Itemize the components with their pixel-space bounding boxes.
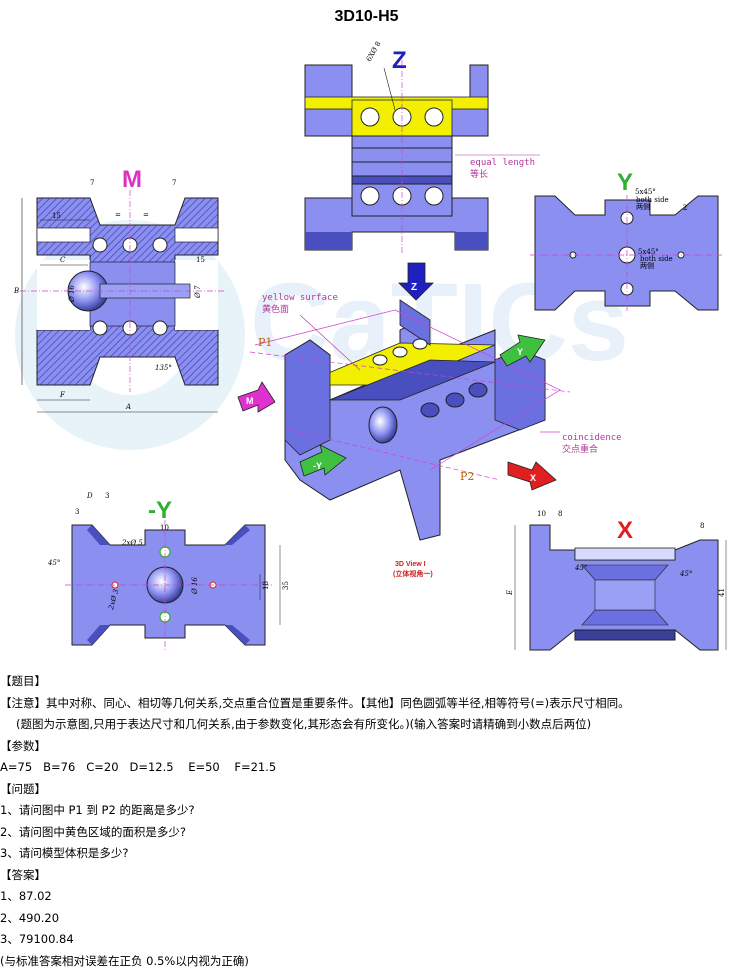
technical-drawing: CaTICs Z 6XØ 8 equal length 等长 M bbox=[0, 30, 733, 660]
svg-text:=: = bbox=[115, 211, 121, 219]
iso-m-arrow bbox=[238, 382, 275, 412]
svg-text:E: E bbox=[506, 590, 514, 596]
svg-text:P1: P1 bbox=[258, 336, 272, 349]
svg-text:45°: 45° bbox=[574, 564, 587, 572]
question-1: 1、请问图中 P1 到 P2 的距离是多少? bbox=[0, 800, 733, 822]
svg-text:A: A bbox=[125, 403, 131, 411]
svg-text:黄色面: 黄色面 bbox=[262, 303, 289, 315]
svg-text:3: 3 bbox=[105, 492, 109, 500]
svg-text:coincidence: coincidence bbox=[562, 433, 622, 443]
svg-text:3D View I: 3D View I bbox=[395, 561, 426, 568]
svg-text:Ø 16: Ø 16 bbox=[191, 577, 199, 595]
svg-text:yellow surface: yellow surface bbox=[262, 293, 338, 303]
answer-3: 3、79100.84 bbox=[0, 929, 733, 951]
svg-text:6XØ 8: 6XØ 8 bbox=[365, 40, 383, 63]
answer-1: 1、87.02 bbox=[0, 886, 733, 908]
heading-params: 【参数】 bbox=[0, 736, 733, 758]
y-view: Y 5x45° both side 两侧 2 5x45° both side 两… bbox=[530, 169, 722, 312]
note-line: 【注意】其中对称、同心、相切等几何关系,交点重合位置是重要条件。【其他】同色圆弧… bbox=[0, 693, 733, 715]
svg-text:B: B bbox=[13, 287, 19, 295]
x-view: X 10 8 8 45° 45° E 41 bbox=[506, 510, 726, 650]
tolerance-note: (与标准答案相对误差在正负 0.5%以内视为正确) bbox=[0, 951, 733, 972]
y-view-label: Y bbox=[617, 169, 633, 196]
neg-y-view: -Y D 3 3 45° 10 2xØ 5 2xØ 3 Ø 16 18 35 bbox=[47, 492, 290, 650]
question-2: 2、请问图中黄色区域的面积是多少? bbox=[0, 822, 733, 844]
z-view-label: Z bbox=[392, 47, 407, 74]
svg-text:3: 3 bbox=[75, 508, 79, 516]
answer-2: 2、490.20 bbox=[0, 908, 733, 930]
svg-text:35: 35 bbox=[282, 581, 290, 590]
svg-text:两侧: 两侧 bbox=[640, 261, 654, 270]
svg-text:X: X bbox=[530, 473, 536, 483]
x-view-label: X bbox=[617, 517, 633, 544]
neg-y-view-label: -Y bbox=[148, 497, 172, 524]
m-view-label: M bbox=[122, 166, 142, 193]
z-view: Z 6XØ 8 equal length 等长 bbox=[305, 40, 540, 255]
svg-text:-Y: -Y bbox=[313, 461, 322, 471]
problem-text: 【题目】 【注意】其中对称、同心、相切等几何关系,交点重合位置是重要条件。【其他… bbox=[0, 671, 733, 972]
svg-text:Ø 16: Ø 16 bbox=[68, 285, 76, 303]
svg-text:2: 2 bbox=[683, 204, 687, 212]
svg-text:Z: Z bbox=[411, 282, 417, 293]
svg-text:Ø 7: Ø 7 bbox=[194, 285, 202, 299]
heading-topic: 【题目】 bbox=[0, 671, 733, 693]
heading-questions: 【问题】 bbox=[0, 779, 733, 801]
svg-text:8: 8 bbox=[700, 522, 704, 530]
svg-text:5x45°: 5x45° bbox=[635, 188, 656, 196]
note-line-2: (题图为示意图,只用于表达尺寸和几何关系,由于参数变化,其形态会有所变化。)(输… bbox=[0, 714, 733, 736]
svg-text:7: 7 bbox=[90, 179, 94, 187]
page-title: 3D10-H5 bbox=[0, 8, 733, 26]
svg-text:18: 18 bbox=[262, 581, 270, 590]
svg-text:equal length: equal length bbox=[470, 158, 535, 168]
svg-text:等长: 等长 bbox=[470, 168, 488, 180]
params-line: A=75 B=76 C=20 D=12.5 E=50 F=21.5 bbox=[0, 757, 733, 779]
svg-text:P2: P2 bbox=[460, 470, 474, 483]
svg-text:45°: 45° bbox=[679, 570, 692, 578]
svg-text:8: 8 bbox=[558, 510, 562, 518]
heading-answers: 【答案】 bbox=[0, 865, 733, 887]
svg-text:2xØ 5: 2xØ 5 bbox=[121, 539, 143, 547]
svg-text:=: = bbox=[143, 211, 149, 219]
question-3: 3、请问模型体积是多少? bbox=[0, 843, 733, 865]
svg-text:(立体视角一): (立体视角一) bbox=[393, 569, 433, 578]
svg-text:10: 10 bbox=[160, 524, 169, 532]
svg-text:Y: Y bbox=[517, 347, 523, 357]
svg-text:M: M bbox=[246, 396, 254, 406]
svg-text:C: C bbox=[60, 256, 66, 264]
svg-text:135°: 135° bbox=[155, 364, 172, 372]
svg-text:15: 15 bbox=[196, 256, 205, 264]
svg-text:10: 10 bbox=[537, 510, 546, 518]
svg-text:两侧: 两侧 bbox=[636, 202, 650, 211]
svg-text:41: 41 bbox=[718, 588, 726, 597]
svg-text:15: 15 bbox=[52, 212, 61, 220]
svg-text:7: 7 bbox=[172, 179, 176, 187]
svg-text:交点重合: 交点重合 bbox=[562, 443, 598, 455]
svg-text:D: D bbox=[86, 492, 93, 500]
svg-text:45°: 45° bbox=[47, 559, 60, 567]
